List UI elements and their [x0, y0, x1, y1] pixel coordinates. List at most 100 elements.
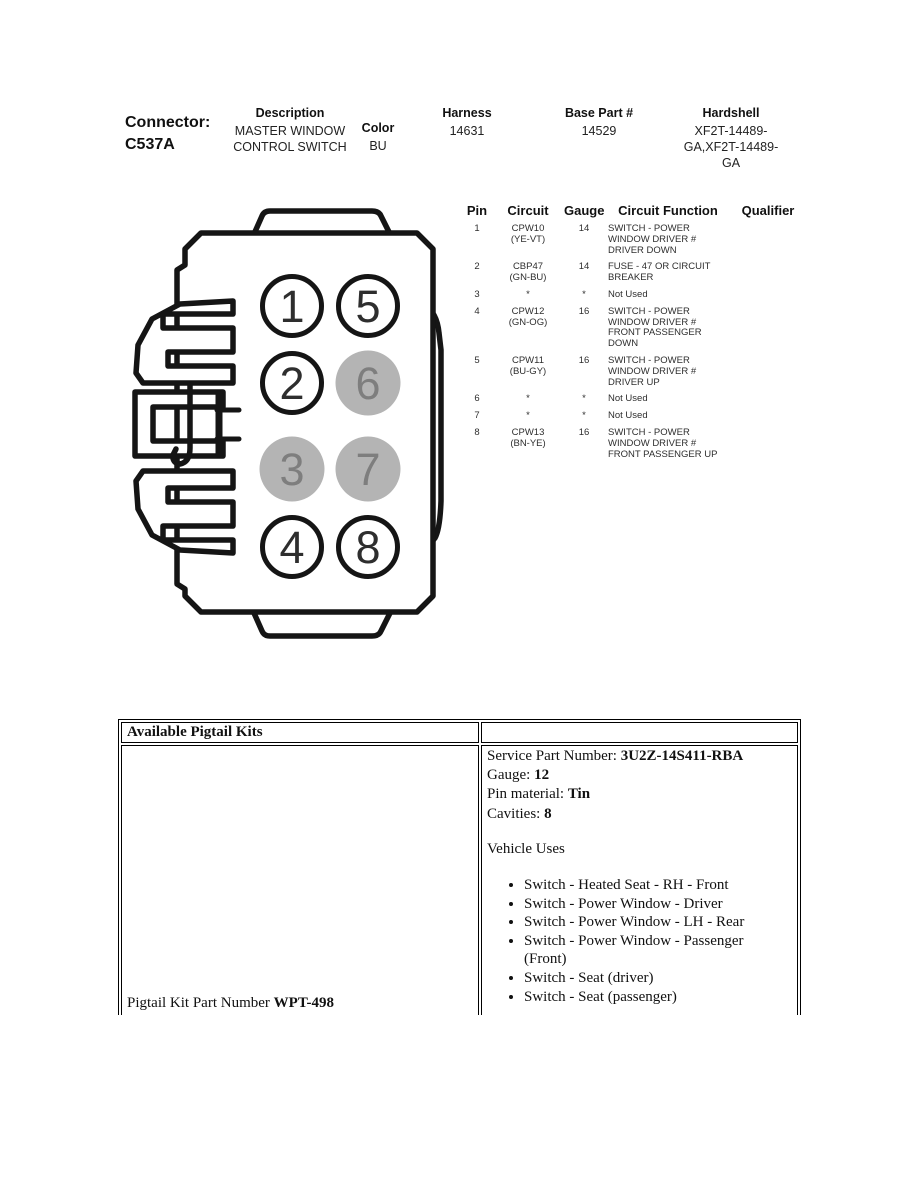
pin-function-row-3: Not Used — [608, 288, 648, 300]
detail-gauge: Gauge: 12 — [487, 766, 792, 785]
pigtail-kit-part: Pigtail Kit Part Number WPT-498 — [127, 747, 473, 1012]
connector-top-tab — [251, 208, 393, 237]
pin-cavity-number-1: 1 — [279, 281, 304, 332]
field-harness-label: Harness — [442, 106, 492, 120]
pin-number-row-5: 5 — [474, 354, 480, 366]
pin-cavity-3 — [259, 436, 325, 502]
field-description-label: Description — [255, 106, 325, 120]
service-part-cell: Service Part Number: 3U2Z-14S411-RBA Gau… — [481, 745, 798, 1015]
pin-table-header-circuit: Circuit — [507, 203, 549, 218]
vehicle-use-item-4: Switch - Power Window - Passenger (Front… — [524, 932, 779, 969]
pin-cavity-number-2: 2 — [279, 358, 304, 409]
pin-cavity-6 — [335, 350, 401, 416]
pin-qualifier-row-3 — [732, 290, 804, 301]
pin-number-row-8: 8 — [474, 426, 480, 438]
pin-circuit-row-8: CPW13(BN-YE) — [510, 426, 546, 449]
field-hardshell: Hardshell XF2T-14489-GA,XF2T-14489-GA — [680, 106, 782, 171]
field-harness: Harness 14631 — [417, 106, 517, 139]
pin-cavity-number-4: 4 — [279, 522, 304, 573]
pin-circuit-row-2: CBP47(GN-BU) — [509, 261, 547, 284]
pin-cavity-5 — [336, 274, 400, 338]
pin-gauge-row-1: 14 — [578, 223, 590, 234]
pin-number-row-6: 6 — [474, 393, 480, 405]
pin-circuit-row-6: * — [526, 393, 530, 405]
pin-table-header-function: Circuit Function — [618, 203, 718, 218]
pin-cavity-number-3: 3 — [279, 444, 304, 495]
detail-cavities: Cavities: 8 — [487, 805, 792, 824]
pin-number-row-3: 3 — [474, 288, 480, 300]
pigtail-kits-title-spacer — [481, 722, 798, 743]
field-color-label: Color — [361, 121, 395, 135]
pin-function-row-8: SWITCH - POWER WINDOW DRIVER # FRONT PAS… — [608, 426, 718, 460]
pigtail-kits-section: Available Pigtail Kits Pigtail Kit Part … — [118, 719, 801, 1015]
pin-qualifier-row-8 — [732, 428, 804, 460]
pin-qualifier-row-2 — [732, 262, 804, 284]
pin-cavity-2 — [260, 351, 324, 415]
detail-service-part-label: Service Part Number: — [487, 748, 617, 764]
detail-gauge-label: Gauge: — [487, 767, 531, 784]
pin-circuit-row-1: CPW10(YE-VT) — [510, 223, 546, 245]
pigtail-kits-title: Available Pigtail Kits — [121, 722, 479, 743]
pin-qualifier-row-5 — [732, 356, 804, 388]
pin-cavity-1 — [260, 274, 324, 338]
field-color: Color BU — [352, 121, 404, 154]
vehicle-use-item-3: Switch - Power Window - LH - Rear — [524, 913, 779, 932]
vehicle-uses-title: Vehicle Uses — [487, 840, 565, 857]
detail-service-part: Service Part Number: 3U2Z-14S411-RBA — [487, 747, 792, 766]
pin-qualifier-row-1 — [732, 224, 804, 256]
detail-pin-material: Pin material: Tin — [487, 785, 792, 804]
latch-wing-top — [133, 298, 236, 386]
pin-gauge-row-6: * — [582, 393, 586, 405]
pin-number-row-4: 4 — [474, 305, 480, 317]
latch-wing-bottom — [133, 468, 236, 556]
pin-gauge-row-7: * — [582, 410, 586, 422]
pin-number-row-1: 1 — [474, 223, 480, 234]
pin-function-row-2: FUSE - 47 OR CIRCUIT BREAKER — [608, 261, 711, 284]
latch-hook — [170, 382, 193, 467]
pin-circuit-row-5: CPW11(BU-GY) — [509, 354, 547, 377]
pin-qualifier-row-4 — [732, 307, 804, 350]
field-color-value: BU — [369, 139, 387, 153]
pin-gauge-row-5: 16 — [578, 354, 590, 366]
vehicle-use-item-5: Switch - Seat (driver) — [524, 969, 779, 988]
vehicle-use-item-1: Switch - Heated Seat - RH - Front — [524, 876, 779, 895]
pin-table-header-gauge: Gauge — [564, 203, 605, 218]
detail-cavities-value: 8 — [544, 805, 552, 822]
connector-id: C537A — [125, 136, 175, 153]
field-hardshell-label: Hardshell — [702, 106, 760, 120]
field-base-part-label: Base Part # — [564, 106, 634, 120]
pigtail-kit-part-number: WPT-498 — [273, 995, 334, 1011]
field-base-part-value: 14529 — [581, 124, 617, 138]
pin-gauge-row-2: 14 — [578, 261, 590, 273]
pin-function-row-4: SWITCH - POWER WINDOW DRIVER # FRONT PAS… — [608, 305, 702, 350]
pin-function-row-5: SWITCH - POWER WINDOW DRIVER # DRIVER UP — [608, 354, 697, 388]
detail-pin-material-value: Tin — [567, 786, 591, 803]
pin-table-header-pin: Pin — [466, 203, 488, 218]
pin-function-row-1: SWITCH - POWER WINDOW DRIVER # DRIVER DO… — [608, 223, 697, 256]
detail-cavities-label: Cavities: — [487, 805, 541, 822]
vehicle-use-item-6: Switch - Seat (passenger) — [524, 988, 779, 1007]
pin-cavity-number-5: 5 — [355, 281, 380, 332]
connector-bottom-tab — [251, 610, 393, 639]
connector-label: Connector: — [125, 114, 211, 131]
pin-circuit-row-7: * — [526, 410, 530, 422]
detail-service-part-value: 3U2Z-14S411-RBA — [620, 748, 744, 764]
detail-pin-material-label: Pin material: — [487, 786, 565, 803]
pin-gauge-row-8: 16 — [578, 426, 590, 438]
pigtail-kit-part-label: Pigtail Kit Part Number — [127, 995, 270, 1011]
pin-qualifier-row-7 — [732, 411, 804, 422]
vehicle-uses-list: Switch - Heated Seat - RH - FrontSwitch … — [487, 876, 792, 1006]
pin-number-row-2: 2 — [474, 261, 480, 273]
pin-qualifier-row-6 — [732, 394, 804, 405]
pigtail-kit-cell: Pigtail Kit Part Number WPT-498 — [121, 745, 479, 1015]
pin-function-row-7: Not Used — [608, 410, 648, 422]
pin-cavity-number-6: 6 — [355, 358, 380, 409]
pin-cavity-number-7: 7 — [355, 444, 380, 495]
pin-circuit-row-3: * — [526, 288, 530, 300]
field-harness-value: 14631 — [449, 124, 485, 138]
pin-cavity-8 — [336, 515, 400, 579]
field-hardshell-value: XF2T-14489-GA,XF2T-14489-GA — [683, 124, 779, 170]
